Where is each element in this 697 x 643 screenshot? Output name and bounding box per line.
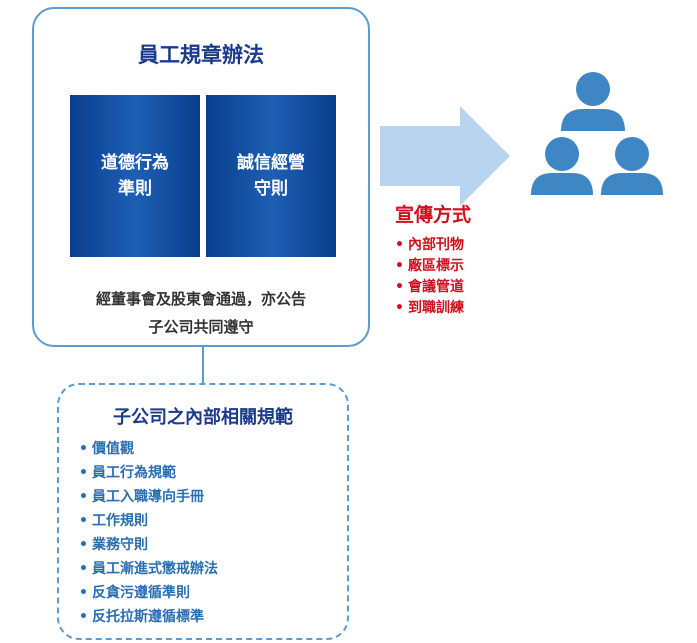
list-item: 工作規則 <box>79 509 218 533</box>
list-item: 內部刊物 <box>395 235 464 256</box>
employee-rules-box: 員工規章辦法 道德行為 準則 誠信經營 守則 經董事會及股東會通過，亦公告 子公… <box>32 7 370 347</box>
integrity-code-line2: 守則 <box>254 179 288 199</box>
promotion-title: 宣傳方式 <box>395 204 472 226</box>
list-item: 反貪污遵循準則 <box>79 581 218 605</box>
arrow-right-icon <box>380 106 510 206</box>
subsidiary-rules-list: 價值觀 員工行為規範 員工入職導向手冊 工作規則 業務守則 員工漸進式懲戒辦法 … <box>79 437 218 629</box>
list-item: 到職訓練 <box>395 298 464 319</box>
ethics-code-line2: 準則 <box>118 179 152 199</box>
list-item: 反托拉斯遵循標準 <box>79 605 218 629</box>
approval-note-line1: 經董事會及股東會通過，亦公告 <box>95 290 306 308</box>
approval-note: 經董事會及股東會通過，亦公告 子公司共同遵守 <box>34 285 368 341</box>
list-item: 廠區標示 <box>395 256 464 277</box>
integrity-code-card: 誠信經營 守則 <box>206 95 336 257</box>
list-item: 業務守則 <box>79 533 218 557</box>
integrity-code-line1: 誠信經營 <box>237 153 305 173</box>
subsidiary-rules-box: 子公司之內部相關規範 價值觀 員工行為規範 員工入職導向手冊 工作規則 業務守則… <box>57 383 349 640</box>
list-item: 員工入職導向手冊 <box>79 485 218 509</box>
list-item: 員工行為規範 <box>79 461 218 485</box>
list-item: 員工漸進式懲戒辦法 <box>79 557 218 581</box>
ethics-code-line1: 道德行為 <box>101 153 169 173</box>
people-group-icon <box>531 72 663 195</box>
promotion-list: 內部刊物 廠區標示 會議管道 到職訓練 <box>395 235 464 319</box>
connector-line <box>202 347 204 385</box>
list-item: 會議管道 <box>395 277 464 298</box>
approval-note-line2: 子公司共同遵守 <box>148 318 254 336</box>
ethics-code-card: 道德行為 準則 <box>70 95 200 257</box>
subsidiary-rules-title: 子公司之內部相關規範 <box>113 407 293 428</box>
employee-rules-title: 員工規章辦法 <box>138 43 264 67</box>
list-item: 價值觀 <box>79 437 218 461</box>
